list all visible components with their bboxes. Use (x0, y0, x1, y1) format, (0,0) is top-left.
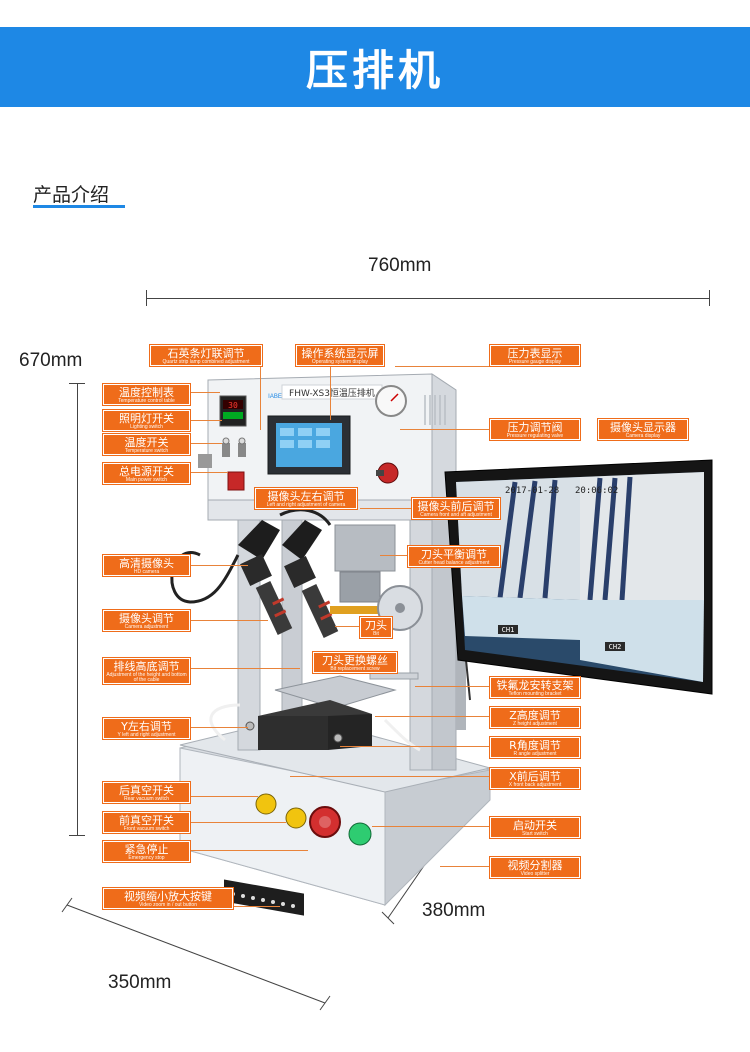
leader-r-angle (340, 746, 490, 747)
leader-video-splitter (440, 866, 490, 867)
leader-emergency (188, 850, 308, 851)
height-tick-top (69, 383, 85, 384)
depth2-dimension: 350mm (108, 972, 172, 993)
leader-y-lr (188, 727, 248, 728)
width-tick-right (709, 290, 710, 306)
section-title: 产品介绍 (33, 184, 110, 206)
section-underline (33, 205, 125, 208)
leader-quartz (195, 366, 210, 367)
height-dimension: 670mm (19, 350, 83, 371)
leader-pressure-gauge (395, 366, 490, 367)
screen-tag-left: CH1 (502, 626, 515, 634)
screen-tag-right: CH2 (609, 643, 622, 651)
leader-rear-vacuum (188, 796, 258, 797)
leader-camera-fb (360, 508, 412, 509)
leader-pressure-valve (400, 429, 490, 430)
leader-cutter (335, 626, 360, 627)
leader-cutter-balance (380, 555, 408, 556)
leader-camera-adj (188, 620, 268, 621)
page-title: 压排机 (305, 45, 444, 95)
width-dimension: 760mm (368, 255, 432, 276)
leader-os (330, 360, 331, 420)
leader-front-vacuum (188, 822, 286, 823)
leader-temp-table (188, 392, 220, 393)
width-dimension-line (146, 298, 710, 299)
screen-right-timestamp: 20:06:02 (575, 486, 618, 496)
leader-video-zoom (230, 906, 280, 907)
header-banner: 压排机 (0, 27, 750, 107)
leader-temp-switch (188, 443, 222, 444)
leader-lighting (188, 420, 222, 421)
brand-text: IABE (268, 394, 282, 400)
leader-cable-height (188, 668, 300, 669)
temp-readout: 30 (228, 401, 238, 410)
leader-z-height (375, 716, 490, 717)
leader-quartz-v (260, 360, 261, 430)
leader-teflon (415, 686, 490, 687)
leader-start (372, 826, 490, 827)
leader-hd-camera (188, 565, 248, 566)
depth-dimension: 380mm (422, 900, 486, 921)
screen-left-timestamp: 2017-01-28 (505, 486, 559, 496)
width-tick-left (146, 290, 147, 306)
leader-x-fb (290, 776, 490, 777)
leader-main-power (188, 472, 228, 473)
model-plate-text: FHW-XS3恒温压排机 (289, 387, 375, 399)
height-tick-bottom (69, 835, 85, 836)
height-dimension-line (77, 383, 78, 835)
